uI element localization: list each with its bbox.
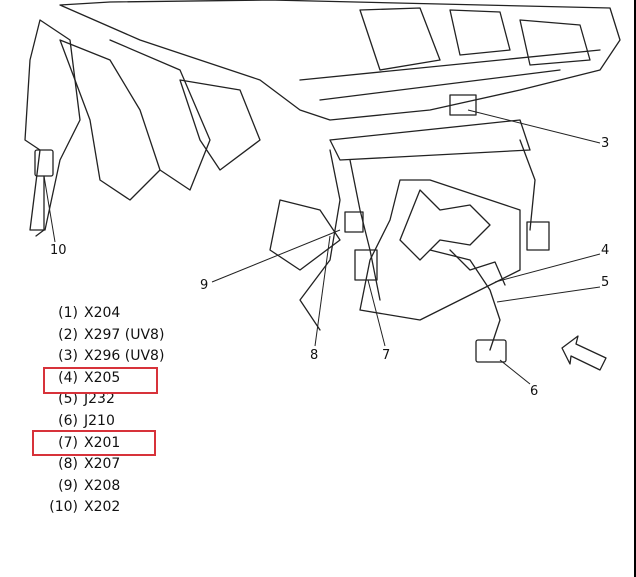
highlight-box-x205	[43, 367, 158, 394]
legend-index: (5)	[58, 391, 78, 408]
dashboard-crossbar	[299, 49, 601, 161]
legend-index: (3)	[58, 348, 78, 365]
legend-code: X207	[84, 456, 121, 473]
legend-index: (1)	[58, 305, 78, 321]
legend-row-10: (10) X202	[44, 497, 244, 519]
legend-index: (2)	[58, 326, 78, 343]
callout-4: 4	[601, 243, 610, 258]
callout-5: 5	[601, 275, 610, 290]
dashboard-panel	[59, 0, 621, 121]
legend-code: X205	[84, 369, 121, 386]
mesh-panel	[359, 179, 521, 321]
legend-code: J210	[84, 412, 115, 429]
legend-row-2: (2) X297 (UV8)	[44, 325, 244, 347]
legend-index: (9)	[58, 477, 78, 494]
connector-6-shape	[475, 339, 507, 363]
legend-row-4: (4) X205	[44, 368, 244, 390]
legend-index: (10)	[49, 499, 78, 516]
center-harness	[299, 149, 341, 331]
legend-row-5: (5) J232	[44, 389, 244, 411]
callout-7: 7	[382, 348, 391, 363]
callout-8: 8	[310, 348, 319, 363]
legend-code: X208	[84, 477, 121, 494]
highlight-box-x201	[32, 430, 156, 456]
left-bracket	[24, 19, 81, 231]
legend-code: X201	[84, 434, 121, 451]
callout-3: 3	[601, 136, 610, 151]
legend-row-8: (8) X207	[44, 454, 244, 476]
callout-9: 9	[200, 278, 209, 293]
legend-row-7: (7) X201	[44, 433, 244, 455]
legend-code: X204	[84, 305, 121, 321]
legend-row-9: (9) X208	[44, 476, 244, 498]
legend-code: X202	[84, 499, 121, 516]
legend-index: (7)	[58, 434, 78, 451]
connector-legend: (1) X204 (2) X297 (UV8) (3) X296 (UV8) (4) X…	[44, 303, 244, 519]
legend-index: (8)	[58, 456, 78, 473]
legend-code: J232	[84, 391, 115, 408]
legend-code: X296 (UV8)	[84, 348, 165, 365]
direction-arrow	[561, 335, 607, 371]
legend-index: (4)	[58, 369, 78, 386]
legend-row-3: (3) X296 (UV8)	[44, 346, 244, 368]
legend-index: (6)	[58, 412, 78, 429]
callout-10: 10	[50, 243, 67, 258]
legend-row-1: (1) X204	[44, 303, 244, 325]
callout-6: 6	[530, 384, 539, 399]
right-border	[634, 0, 636, 577]
legend-code: X297 (UV8)	[84, 326, 165, 343]
legend-row-6: (6) J210	[44, 411, 244, 433]
